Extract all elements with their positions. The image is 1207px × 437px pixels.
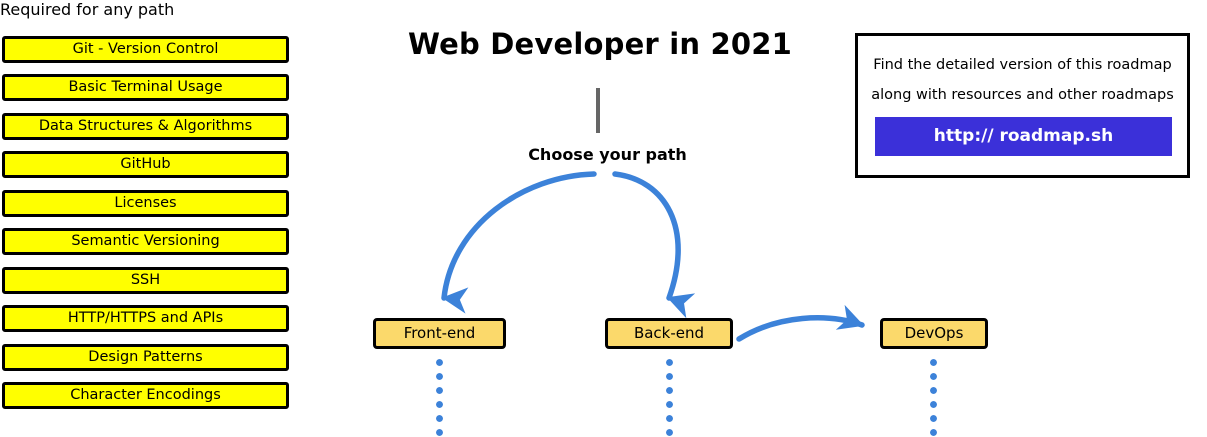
required-item-box[interactable]: Licenses xyxy=(2,189,289,217)
required-item-box[interactable]: SSH xyxy=(2,266,289,294)
required-item-box[interactable]: Character Encodings xyxy=(2,382,289,410)
roadmap-url-button[interactable]: http:// roadmap.sh xyxy=(875,117,1172,156)
page-title: Web Developer in 2021 xyxy=(407,27,793,61)
path-node-front-end[interactable]: Front-end xyxy=(373,318,506,349)
dotted-continuation-front-end xyxy=(436,359,443,437)
arrow-back-end-to-devops xyxy=(736,304,865,342)
required-item-box[interactable]: Git - Version Control xyxy=(2,36,289,63)
dotted-continuation-back-end xyxy=(666,359,673,437)
required-item-box[interactable]: Basic Terminal Usage xyxy=(2,74,289,102)
path-node-devops[interactable]: DevOps xyxy=(880,318,988,349)
info-card-line-2: along with resources and other roadmaps xyxy=(871,87,1174,103)
choose-your-path-label: Choose your path xyxy=(528,145,687,164)
required-item-box[interactable]: Design Patterns xyxy=(2,343,289,371)
info-card-line-1: Find the detailed version of this roadma… xyxy=(873,57,1172,73)
required-item-box[interactable]: GitHub xyxy=(2,151,289,179)
required-item-box[interactable]: Semantic Versioning xyxy=(2,228,289,256)
title-stem-line xyxy=(596,88,600,133)
required-item-box[interactable]: HTTP/HTTPS and APIs xyxy=(2,305,289,333)
required-item-box[interactable]: Data Structures & Algorithms xyxy=(2,112,289,140)
info-card: Find the detailed version of this roadma… xyxy=(855,33,1190,178)
arrow-to-back-end xyxy=(612,171,696,319)
dotted-continuation-devops xyxy=(930,359,937,437)
required-section-heading: Required for any path xyxy=(0,0,175,19)
required-for-any-path-section: Required for any path Git - Version Cont… xyxy=(0,0,300,436)
arrow-to-front-end xyxy=(441,171,597,314)
path-node-back-end[interactable]: Back-end xyxy=(605,318,733,349)
